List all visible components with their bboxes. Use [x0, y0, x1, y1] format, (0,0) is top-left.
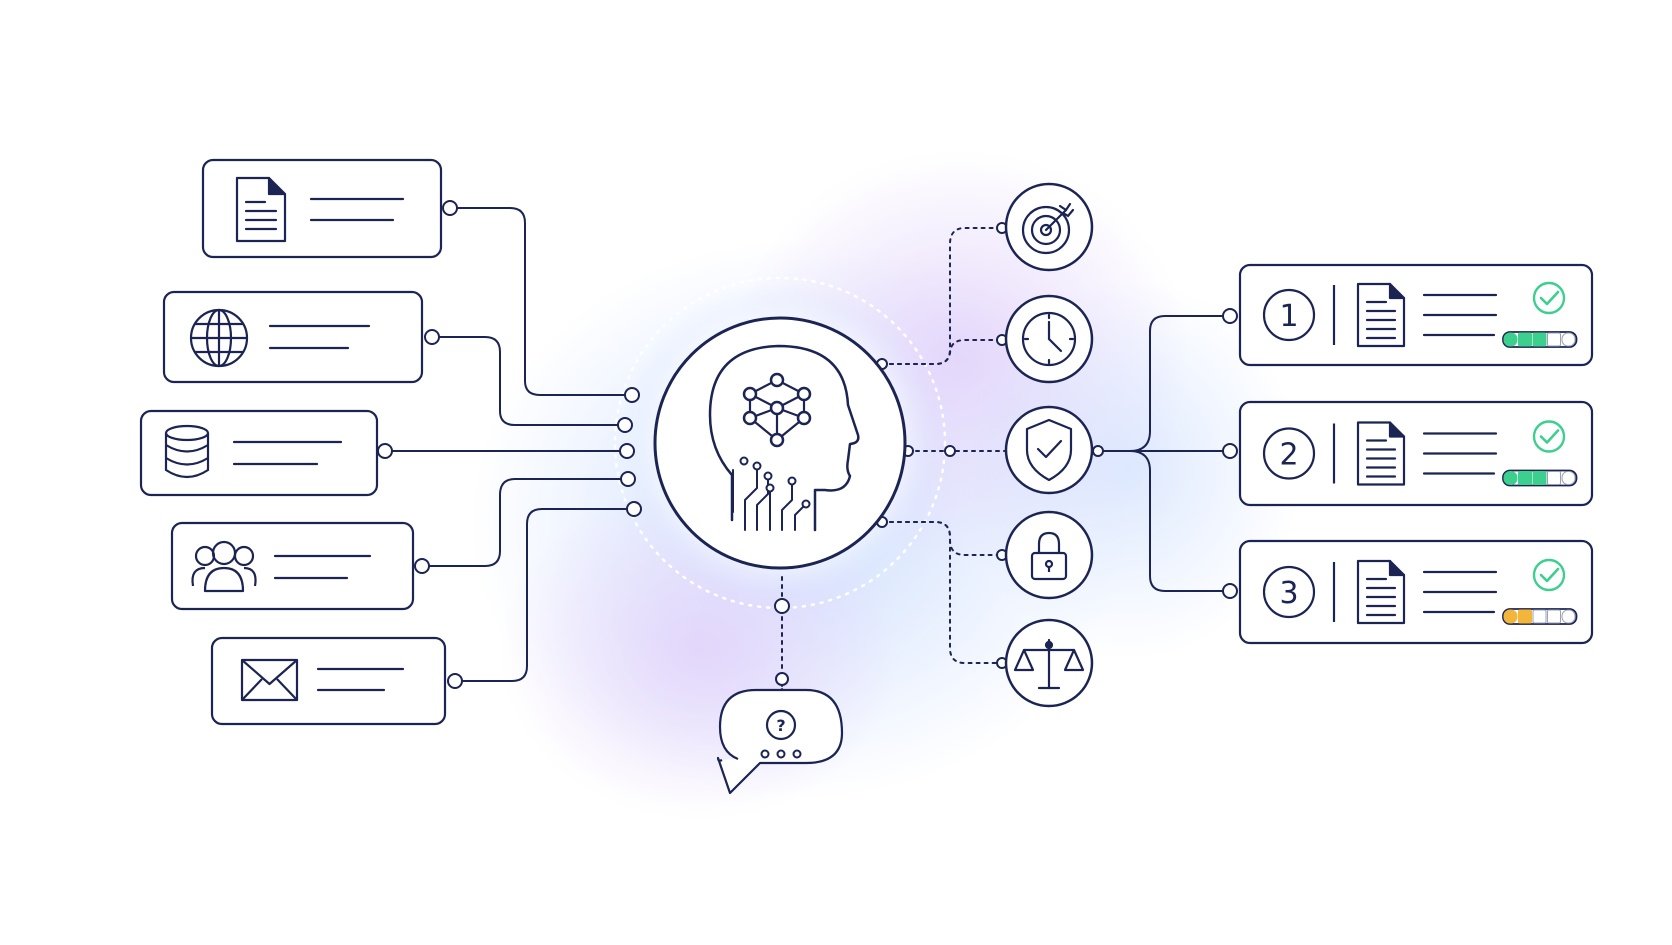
lock-icon [1030, 531, 1068, 581]
input-connector-nodes [377, 200, 642, 689]
check-circle-icon [1532, 420, 1566, 453]
progress-segment [1561, 609, 1576, 624]
progress-segment [1532, 609, 1547, 624]
progress-segment [1503, 609, 1518, 624]
query-bubble: ? [716, 688, 844, 795]
progress-segment [1503, 471, 1518, 485]
progress-segment [1561, 332, 1576, 347]
svg-text:?: ? [776, 716, 785, 735]
clock-icon [1021, 311, 1077, 367]
progress-segment [1518, 609, 1532, 624]
document-icon [1356, 559, 1406, 625]
rank-number: 2 [1279, 438, 1298, 473]
ai-core [653, 316, 907, 570]
ai-head-circuit-icon [708, 344, 860, 532]
rank-badge [1262, 288, 1316, 342]
shield-check-icon [1025, 418, 1073, 482]
result-card-2: 2 [1262, 420, 1578, 487]
globe-icon [189, 308, 249, 368]
progress-segment [1532, 471, 1547, 485]
document-icon [235, 176, 287, 243]
rank-number: 1 [1279, 299, 1298, 334]
target-icon [1021, 202, 1075, 255]
users-icon [191, 540, 257, 593]
progress-segment [1503, 332, 1518, 347]
scales-icon [1013, 638, 1085, 690]
rank-badge [1262, 427, 1316, 480]
mail-icon [240, 658, 299, 702]
progress-segment [1518, 471, 1532, 485]
progress-indicator [1502, 469, 1578, 487]
progress-indicator [1502, 608, 1578, 625]
progress-segment [1547, 471, 1561, 485]
progress-indicator [1502, 331, 1578, 348]
check-circle-icon [1532, 281, 1566, 315]
progress-segment [1518, 332, 1532, 347]
rank-number: 3 [1279, 576, 1298, 611]
result-card-contents: 1 2 3 [1262, 281, 1578, 625]
progress-segment [1547, 609, 1561, 624]
input-source-lines [232, 197, 405, 692]
progress-segment [1561, 471, 1576, 485]
question-chat-bubble-icon: ? [760, 709, 802, 759]
document-icon [1356, 421, 1406, 486]
progress-segment [1532, 332, 1547, 347]
result-card-3: 3 [1262, 558, 1578, 625]
database-icon [164, 424, 210, 479]
progress-segment [1547, 332, 1561, 347]
result-connectors [1097, 315, 1231, 592]
result-card-1: 1 [1262, 281, 1578, 348]
document-icon [1356, 282, 1406, 348]
check-circle-icon [1532, 558, 1566, 592]
rank-badge [1262, 565, 1316, 619]
core-halo [613, 276, 947, 610]
input-connectors [384, 207, 635, 682]
